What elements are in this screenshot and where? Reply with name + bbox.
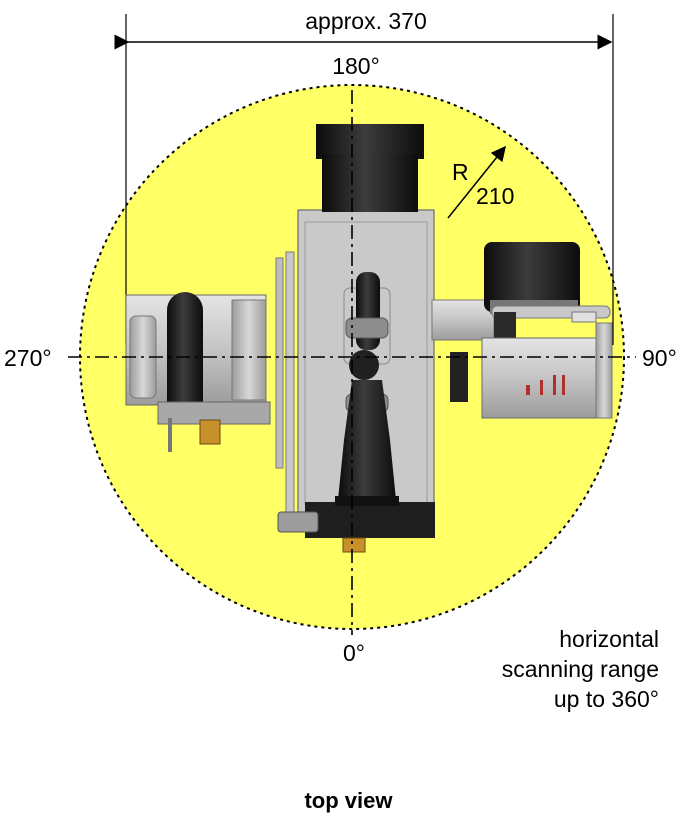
laser-scanner-device	[125, 124, 613, 553]
radius-arrow	[447, 145, 506, 219]
angle-label-90: 90°	[642, 345, 677, 371]
center-axis-lines	[68, 90, 636, 635]
scanning-range-note-line-3: up to 360°	[553, 686, 659, 712]
scanning-range-note-line-2: scanning range	[501, 656, 659, 682]
figure-caption: top view	[304, 788, 393, 813]
scanning-range-note-line-1: horizontal	[559, 626, 659, 652]
angle-label-0: 0°	[343, 640, 365, 666]
angle-label-180: 180°	[332, 53, 380, 79]
width-dimension-label: approx. 370	[305, 8, 426, 34]
radius-label-prefix: R	[452, 159, 469, 185]
radius-label-value: 210	[476, 183, 514, 209]
scanning-range-note: horizontal scanning range up to 360°	[502, 624, 659, 714]
angle-label-270: 270°	[4, 345, 52, 371]
width-dimension	[114, 14, 614, 345]
